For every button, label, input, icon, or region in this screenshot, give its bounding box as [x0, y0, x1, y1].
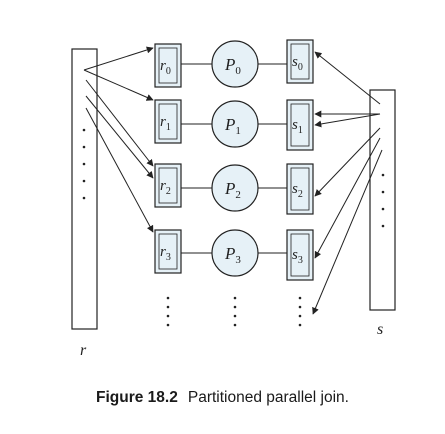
- svg-text:r2: r2: [160, 178, 171, 197]
- relation-r-ellipsis: [82, 128, 86, 200]
- svg-text:P0: P0: [224, 55, 241, 77]
- svg-text:r1: r1: [160, 114, 171, 133]
- r-distribution-arrows: [83, 46, 154, 233]
- relation-s-label: s: [377, 321, 383, 338]
- svg-text:P3: P3: [224, 244, 241, 266]
- partition-connectors: [181, 63, 287, 254]
- r-partition-3: r3: [154, 229, 182, 274]
- relation-s-ellipsis: [381, 173, 385, 228]
- figure-title: Partitioned parallel join.: [187, 389, 349, 406]
- svg-text:s2: s2: [292, 181, 303, 200]
- svg-text:s0: s0: [292, 54, 303, 73]
- svg-text:s3: s3: [292, 247, 303, 266]
- s-partition-2: s2: [286, 163, 314, 215]
- r-partition-0: r0: [154, 43, 182, 88]
- svg-text:P2: P2: [224, 179, 241, 201]
- svg-text:P1: P1: [224, 115, 241, 137]
- svg-text:r0: r0: [160, 58, 171, 77]
- s-distribution-arrows: [312, 51, 383, 315]
- svg-text:s1: s1: [292, 117, 303, 136]
- relation-s-box: [369, 89, 396, 311]
- s-partition-1: s1: [286, 99, 314, 151]
- processor-1: P1: [211, 100, 259, 148]
- figure-number: Figure 18.2: [96, 389, 178, 406]
- continuation-ellipsis: [166, 296, 302, 327]
- s-partition-0: s0: [286, 39, 314, 84]
- relation-r-label: r: [80, 342, 87, 359]
- figure-caption: Figure 18.2 Partitioned parallel join.: [0, 389, 445, 407]
- relation-r-box: [71, 48, 98, 330]
- r-partition-2: r2: [154, 163, 182, 208]
- s-partition-3: s3: [286, 229, 314, 281]
- processor-3: P3: [211, 229, 259, 277]
- svg-text:r3: r3: [160, 244, 171, 263]
- partitioned-join-diagram: r s r0 r1 r2 r3 s0 s1 s2: [71, 39, 396, 359]
- r-partition-1: r1: [154, 99, 182, 144]
- processor-2: P2: [211, 164, 259, 212]
- processor-0: P0: [211, 40, 259, 88]
